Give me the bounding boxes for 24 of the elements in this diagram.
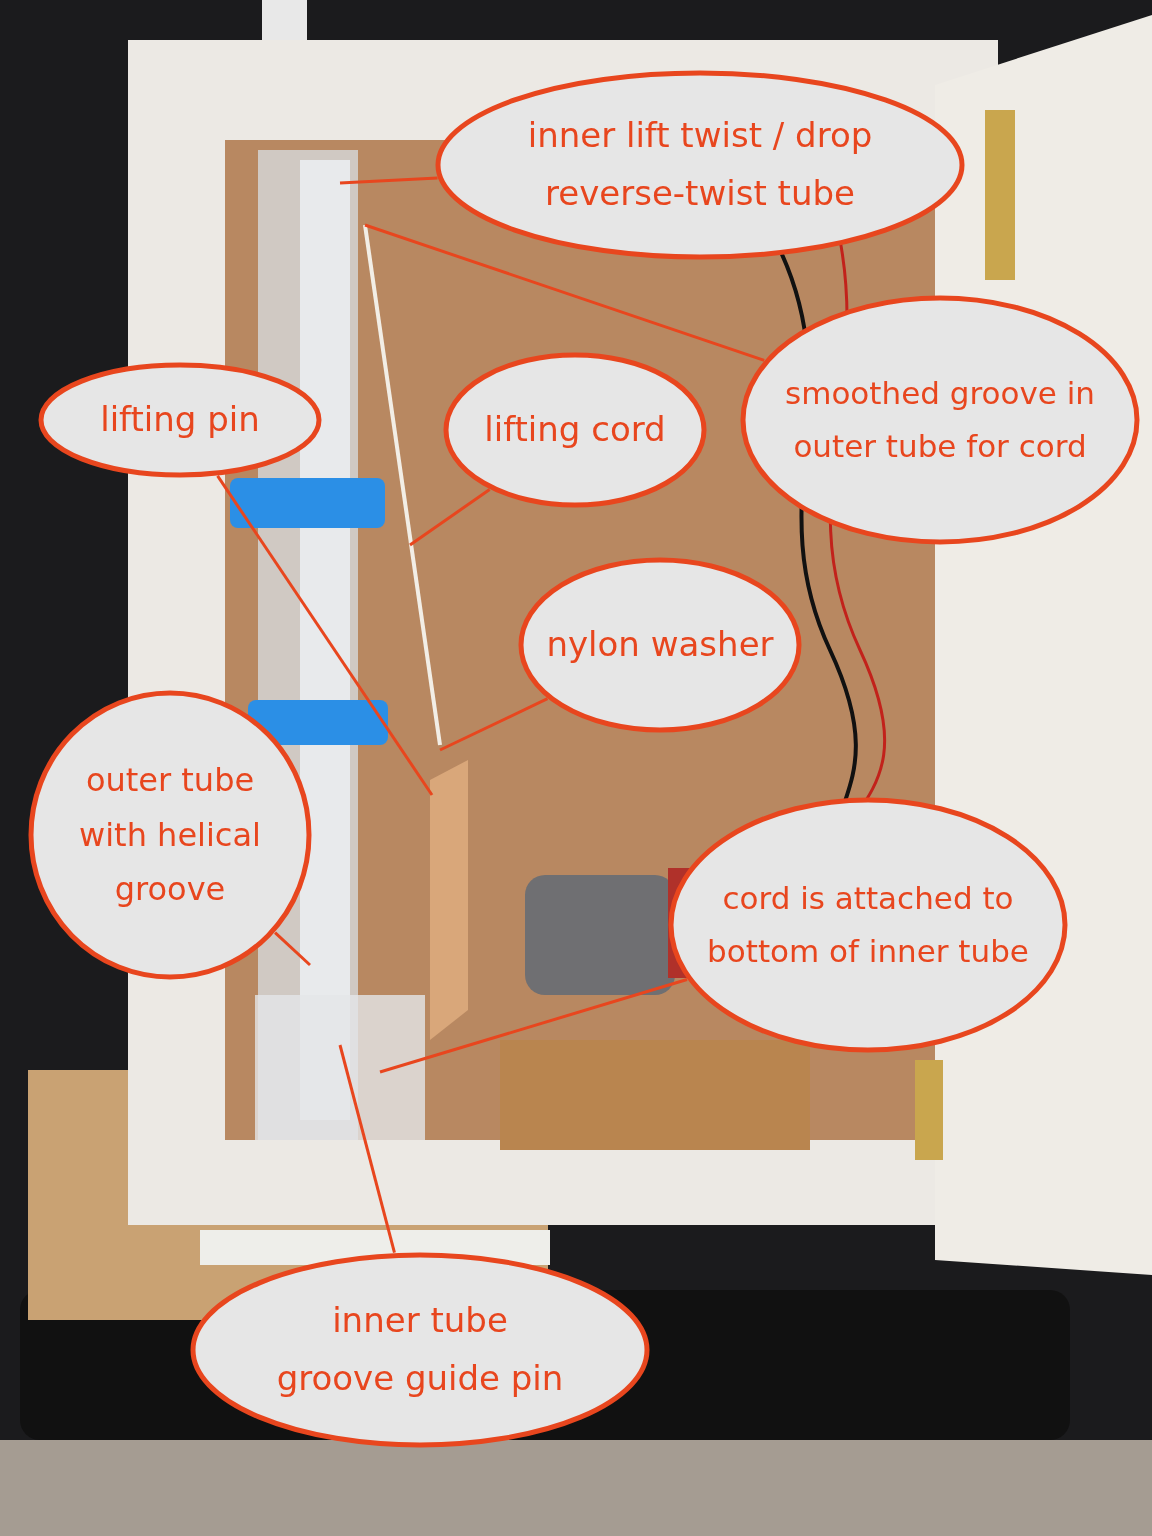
callout-bubble bbox=[38, 362, 322, 478]
callout-text: lifting pin bbox=[99, 398, 261, 442]
leader-line bbox=[379, 978, 688, 1074]
leader-line bbox=[364, 223, 765, 362]
callout-text: inner lift twist / drop reverse-twist tube bbox=[526, 114, 874, 215]
leader-line bbox=[409, 488, 491, 547]
callout-bubble bbox=[668, 797, 1068, 1053]
callout-text: inner tube groove guide pin bbox=[275, 1299, 565, 1400]
callout-text: lifting cord bbox=[483, 408, 667, 452]
leader-line bbox=[339, 176, 438, 185]
callout-bubble bbox=[28, 690, 312, 980]
callout-bubble bbox=[190, 1252, 650, 1448]
callout-text: outer tube with helical groove bbox=[78, 760, 262, 911]
callout-text: smoothed groove in outer tube for cord bbox=[784, 374, 1096, 466]
leader-line bbox=[274, 931, 312, 967]
callout-text: nylon washer bbox=[545, 623, 775, 667]
callout-bubble bbox=[443, 352, 707, 508]
leader-line bbox=[439, 697, 549, 752]
callout-text: cord is attached to bottom of inner tube bbox=[706, 879, 1030, 971]
callout-bubble bbox=[518, 557, 802, 733]
callout-bubble bbox=[435, 70, 965, 260]
leader-line bbox=[216, 475, 434, 796]
callout-bubble bbox=[740, 295, 1140, 545]
leader-line bbox=[338, 1044, 396, 1253]
